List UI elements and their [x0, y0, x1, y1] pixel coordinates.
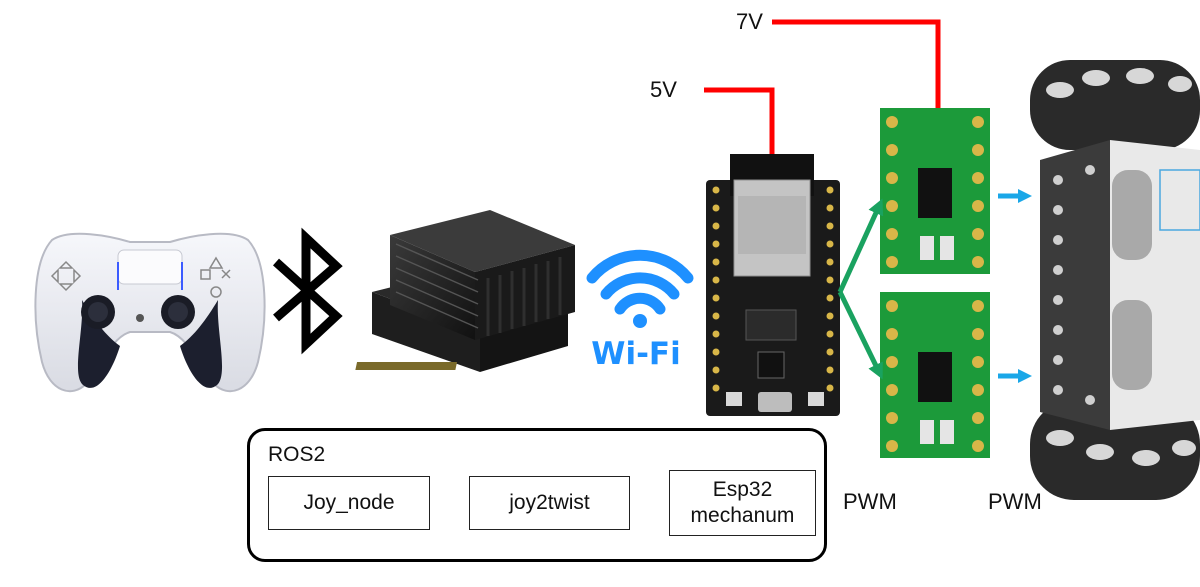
pwm-arrow-lower	[837, 290, 883, 380]
bluetooth-icon	[272, 227, 343, 355]
voltage-label-5v: 5V	[650, 77, 677, 102]
ros-node-joy2twist: joy2twist	[469, 476, 630, 530]
pwm-label-right: PWM	[988, 489, 1042, 514]
ros-node-esp32-mechanum: Esp32 mechanum	[669, 470, 816, 536]
ros-node-joy: Joy_node	[268, 476, 430, 530]
wifi-icon	[586, 249, 694, 328]
ros2-title: ROS2	[268, 443, 326, 466]
motor-driver-icon	[880, 108, 990, 274]
pwm-label-left: PWM	[843, 489, 897, 514]
esp32-board-icon	[706, 154, 840, 416]
power-line-7v	[772, 19, 941, 112]
jetson-module-icon	[355, 210, 575, 372]
voltage-label-7v: 7V	[736, 9, 763, 34]
wifi-label: Wi-Fi	[591, 336, 681, 372]
gamepad-icon	[34, 232, 266, 393]
motor-driver-icon-2	[880, 292, 990, 458]
pwm-arrow-upper	[837, 198, 884, 294]
power-line-5v	[704, 87, 775, 156]
mecanum-robot-icon	[1030, 60, 1200, 500]
